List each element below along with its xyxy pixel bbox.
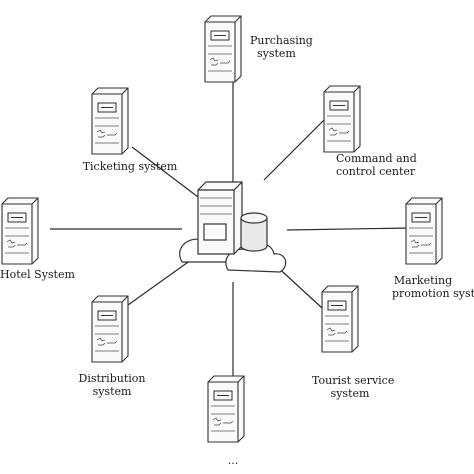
label-tourist: Tourist service system [312, 374, 395, 400]
server-icon-command [323, 85, 361, 153]
link-ticketing [131, 146, 203, 201]
link-command [263, 115, 329, 181]
label-marketing-line2: promotion system [392, 287, 474, 300]
label-command: Command and control center [336, 152, 417, 178]
link-distribution [127, 254, 199, 306]
server-icon-hotel [1, 197, 39, 265]
label-hotel-line1: Hotel System [0, 268, 75, 281]
label-purchasing-line1: Purchasing [250, 34, 313, 47]
label-marketing-line1: Marketing [393, 274, 453, 287]
label-hotel: Hotel System [0, 268, 75, 281]
label-bottom-line1: ... [227, 454, 239, 467]
label-ticketing: Ticketing system [82, 160, 178, 173]
link-marketing [286, 227, 411, 231]
server-icon-ticketing [91, 87, 129, 155]
label-purchasing: Purchasing system [250, 34, 313, 60]
label-tourist-line2: system [330, 387, 370, 400]
label-distribution: Distribution system [74, 372, 150, 398]
label-marketing: Marketing promotion system [372, 274, 474, 300]
label-purchasing-line2: system [257, 47, 296, 60]
central-server-cloud [179, 181, 287, 273]
server-icon-bottom [207, 375, 245, 443]
label-command-line1: Command and [336, 152, 417, 165]
label-command-line2: control center [336, 165, 416, 178]
label-bottom: ... [213, 454, 253, 467]
label-distribution-line1: Distribution [78, 372, 146, 385]
label-ticketing-line1: Ticketing system [82, 160, 178, 173]
server-icon-tourist [321, 285, 359, 353]
server-icon-purchasing [204, 15, 242, 83]
server-icon-marketing [405, 197, 443, 265]
server-icon-distribution [91, 295, 129, 363]
label-tourist-line1: Tourist service [312, 374, 395, 387]
label-distribution-line2: system [92, 385, 132, 398]
